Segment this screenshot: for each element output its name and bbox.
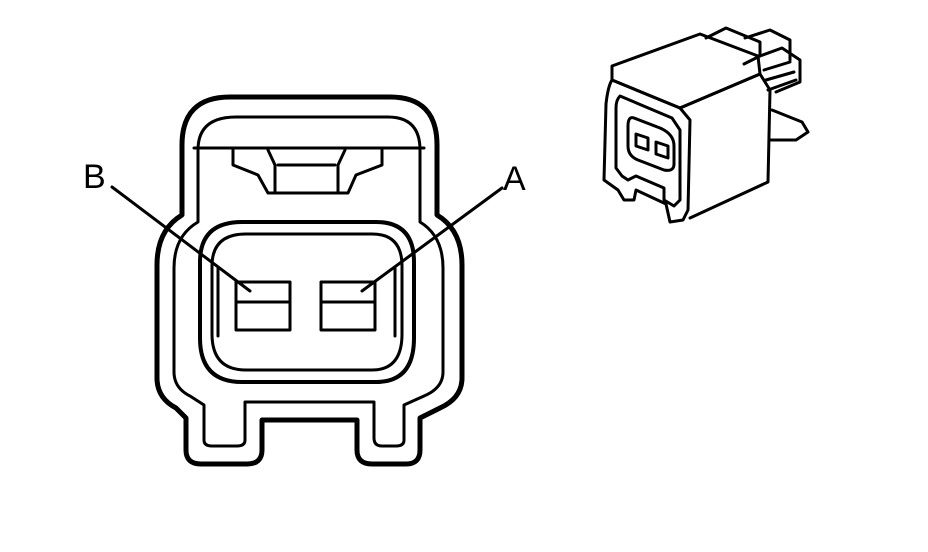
connector-isometric xyxy=(602,26,810,224)
latch-hook-right xyxy=(336,148,347,195)
housing-inner xyxy=(172,115,445,448)
terminal-b xyxy=(234,280,292,332)
iso-rear-tab xyxy=(704,26,762,66)
latch-hook-left xyxy=(266,148,277,195)
iso-side-rib-2 xyxy=(762,60,798,92)
leader-line-a xyxy=(360,186,504,293)
cavity-outer xyxy=(198,220,416,384)
leader-line-b xyxy=(110,185,252,293)
latch xyxy=(231,148,384,195)
iso-cavity xyxy=(626,116,676,172)
iso-side-face xyxy=(678,72,772,220)
housing-outer xyxy=(154,94,465,467)
pin-label-a: A xyxy=(503,160,526,198)
iso-front-outer xyxy=(602,78,692,224)
iso-side-rib xyxy=(758,46,802,94)
iso-side-latch xyxy=(768,108,810,142)
iso-rear-tab-2 xyxy=(743,28,792,62)
terminal-a xyxy=(319,280,377,332)
iso-terminal-b xyxy=(634,132,650,152)
connector-face xyxy=(110,94,504,467)
pin-label-b: B xyxy=(83,158,106,196)
iso-front-inner xyxy=(614,94,682,208)
iso-terminal-a xyxy=(654,140,670,160)
iso-top-face xyxy=(610,32,762,110)
cavity-inner xyxy=(210,232,404,372)
